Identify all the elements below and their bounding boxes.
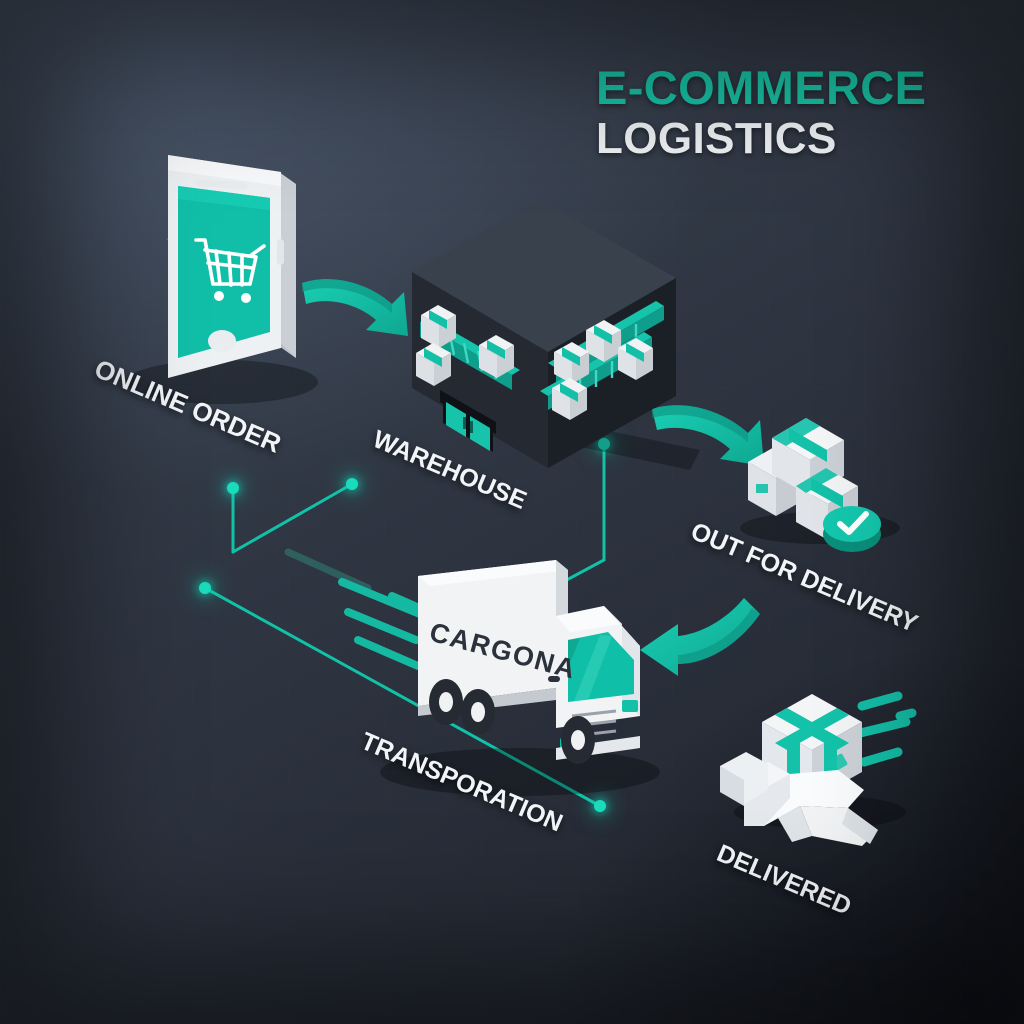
network-node	[227, 482, 239, 494]
arrow-order-to-warehouse	[302, 279, 408, 336]
network-node	[594, 800, 606, 812]
truck-wheel	[461, 689, 495, 735]
network-node	[199, 582, 211, 594]
network-node	[346, 478, 358, 490]
network-nodes	[199, 438, 610, 812]
conveyor-box	[586, 320, 621, 362]
delivery-check-badge	[823, 506, 881, 552]
open-hand	[720, 752, 878, 846]
conveyor-box	[554, 342, 589, 384]
page-title: E-COMMERCE LOGISTICS	[596, 64, 1016, 163]
conveyor-box	[421, 305, 456, 348]
arrow-warehouse-to-delivery	[652, 405, 764, 466]
conveyor-box	[618, 338, 653, 380]
title-line-ecommerce: E-COMMERCE	[596, 61, 927, 114]
network-line-3	[203, 586, 602, 808]
delivered-speed-lines	[851, 691, 917, 767]
network-node	[598, 438, 610, 450]
conveyor-box	[479, 335, 514, 378]
title-line-logistics: LOGISTICS	[596, 114, 837, 163]
network-line-2	[231, 482, 354, 554]
package-box	[772, 418, 844, 496]
truck-wheel	[429, 679, 463, 725]
arrow-delivery-to-transport	[640, 598, 760, 676]
conveyor-box	[552, 378, 587, 420]
truck-wheel	[561, 716, 595, 764]
conveyor-box	[416, 343, 451, 386]
